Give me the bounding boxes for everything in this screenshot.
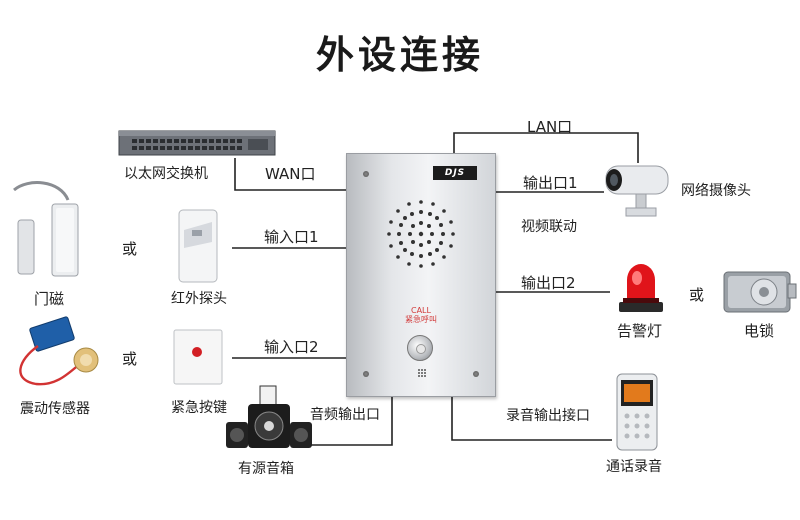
vibration-sensor-label: 震动传感器 <box>20 401 90 417</box>
emergency-button-icon <box>173 329 223 385</box>
lan-link <box>453 132 639 163</box>
ethernet-switch-icon <box>118 130 276 156</box>
vibration-sensor-icon <box>19 316 99 386</box>
record-output-port-label: 录音输出接口 <box>506 408 590 424</box>
page-title: 外设连接 <box>315 33 484 77</box>
or-label-1: 或 <box>122 240 138 258</box>
door-sensor-icon <box>13 181 79 277</box>
video-linkage-label: 视频联动 <box>521 219 577 235</box>
network-camera-icon <box>605 165 669 217</box>
door-sensor-label: 门磁 <box>34 290 65 308</box>
call-label: CALL <box>411 306 431 315</box>
call-recorder-label: 通话录音 <box>606 459 662 475</box>
or-label-2: 或 <box>689 286 705 304</box>
screw <box>363 371 369 377</box>
intercom-panel: DJS CALL 紧急呼叫 <box>346 153 496 397</box>
electric-lock-icon <box>723 271 797 313</box>
powered-speaker-label: 有源音箱 <box>238 461 294 477</box>
output-port-2-label: 输出口2 <box>521 274 576 292</box>
screw <box>473 371 479 377</box>
switch-label: 以太网交换机 <box>124 166 208 182</box>
audio-link <box>299 395 393 446</box>
wan-link <box>234 158 346 191</box>
input-port-2-label: 输入口2 <box>264 338 319 356</box>
call-text: CALL 紧急呼叫 <box>347 306 495 324</box>
electric-lock-label: 电锁 <box>744 322 775 340</box>
emergency-button-label: 紧急按键 <box>171 400 227 416</box>
network-camera-label: 网络摄像头 <box>681 183 751 199</box>
powered-speaker-icon <box>226 385 312 448</box>
speaker-grille-icon <box>387 200 455 268</box>
infrared-probe-label: 红外探头 <box>171 291 227 307</box>
record-link <box>451 395 612 441</box>
wan-port-label: WAN口 <box>265 165 316 183</box>
alarm-light-label: 告警灯 <box>617 322 663 340</box>
output-port-1-label: 输出口1 <box>523 174 578 192</box>
brand-badge: DJS <box>433 166 477 180</box>
call-recorder-icon <box>616 373 658 451</box>
call-button[interactable] <box>407 335 433 361</box>
call-sublabel: 紧急呼叫 <box>405 315 437 324</box>
infrared-probe-icon <box>178 209 218 283</box>
audio-output-port-label: 音频输出口 <box>310 407 380 423</box>
lan-port-label: LAN口 <box>527 118 573 136</box>
screw <box>363 171 369 177</box>
or-label-3: 或 <box>122 350 138 368</box>
input-port-1-label: 输入口1 <box>264 228 319 246</box>
microphone-icon <box>418 369 426 377</box>
alarm-light-icon <box>619 264 663 312</box>
